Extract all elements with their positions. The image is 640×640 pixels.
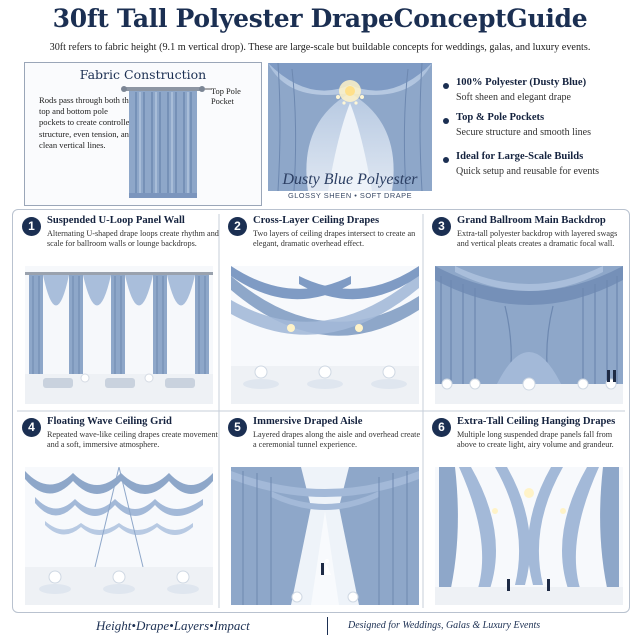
panel-description: Alternating U-shaped drape loops create … bbox=[47, 229, 219, 248]
fabric-construction-title: Fabric Construction bbox=[79, 67, 207, 82]
footer-separator: • bbox=[131, 618, 136, 633]
ballroom-backdrop-illustration bbox=[435, 266, 623, 404]
panel-title: Grand Ballroom Main Backdrop bbox=[457, 215, 606, 226]
concept-panel-6: 6 Extra-Tall Ceiling Hanging Drapes Mult… bbox=[427, 413, 627, 609]
footer-divider bbox=[327, 617, 328, 635]
panel-title: Immersive Draped Aisle bbox=[253, 416, 363, 427]
concept-panel-5: 5 Immersive Draped Aisle Layered drapes … bbox=[223, 413, 423, 609]
feature-title: Top & Pole Pockets bbox=[456, 112, 545, 123]
hero-subcaption: GLOSSY SHEEN • SOFT DRAPE bbox=[287, 191, 413, 200]
feature-desc: Quick setup and reusable for events bbox=[456, 166, 600, 177]
panel-number: 5 bbox=[228, 418, 247, 437]
page-subtitle: 30ft refers to fabric height (9.1 m vert… bbox=[49, 42, 591, 53]
panel-description: Layered drapes along the aisle and overh… bbox=[253, 430, 421, 449]
cross-layer-ceiling-illustration bbox=[231, 266, 419, 404]
footer-word: Height bbox=[96, 618, 132, 633]
wave-ceiling-illustration bbox=[25, 467, 213, 605]
panel-title: Cross-Layer Ceiling Drapes bbox=[253, 215, 380, 226]
hero-drape-image bbox=[268, 63, 432, 191]
draped-aisle-illustration bbox=[231, 467, 419, 605]
panel-description: Repeated wave-like ceiling drapes create… bbox=[47, 430, 218, 449]
footer-separator: • bbox=[209, 618, 214, 633]
top-pole-pocket-label: Top Pole Pocket bbox=[211, 87, 241, 106]
concept-panel-4: 4 Floating Wave Ceiling Grid Repeated wa… bbox=[17, 413, 218, 609]
feature-bullet bbox=[443, 157, 449, 163]
footer-word: Layers bbox=[173, 618, 210, 633]
feature-bullet bbox=[443, 118, 449, 124]
panel-number: 1 bbox=[22, 217, 41, 236]
concept-panel-1: 1 Suspended U-Loop Panel Wall Alternatin… bbox=[17, 212, 219, 408]
fabric-construction-box: Fabric Construction Rods pass through bo… bbox=[24, 62, 262, 206]
panel-description: Extra-tall polyester backdrop with layer… bbox=[457, 229, 618, 248]
curtain-diagram bbox=[121, 86, 212, 198]
feature-title: 100% Polyester (Dusty Blue) bbox=[456, 77, 587, 88]
concept-grid: 1 Suspended U-Loop Panel Wall Alternatin… bbox=[12, 209, 630, 613]
grid-dividers bbox=[17, 214, 625, 608]
panel-description: Two layers of ceiling drapes intersect t… bbox=[253, 229, 416, 248]
panel-title: Extra-Tall Ceiling Hanging Drapes bbox=[457, 416, 616, 427]
page-title: 30ft Tall Polyester DrapeConceptGuide bbox=[52, 4, 588, 33]
footer-word: Drape bbox=[135, 618, 170, 633]
feature-desc: Secure structure and smooth lines bbox=[456, 127, 591, 138]
panel-title: Suspended U-Loop Panel Wall bbox=[47, 215, 185, 226]
concept-panel-2: 2 Cross-Layer Ceiling Drapes Two layers … bbox=[223, 212, 423, 408]
footer-keywords: Height•Drape•Layers•Impact bbox=[96, 618, 250, 634]
ceiling-hanging-drapes-illustration bbox=[435, 467, 623, 605]
feature-desc: Soft sheen and elegant drape bbox=[456, 92, 571, 103]
feature-title: Ideal for Large-Scale Builds bbox=[456, 151, 584, 162]
u-loop-wall-illustration bbox=[25, 266, 213, 404]
panel-number: 6 bbox=[432, 418, 451, 437]
footer-separator: • bbox=[169, 618, 174, 633]
panel-number: 2 bbox=[228, 217, 247, 236]
fabric-construction-text: Rods pass through both the top and botto… bbox=[39, 95, 134, 150]
panel-number: 3 bbox=[432, 217, 451, 236]
panel-description: Multiple long suspended drape panels fal… bbox=[457, 430, 614, 449]
panel-number: 4 bbox=[22, 418, 41, 437]
footer-word: Impact bbox=[213, 618, 250, 633]
footer-tagline: Designed for Weddings, Galas & Luxury Ev… bbox=[348, 620, 541, 631]
concept-panel-3: 3 Grand Ballroom Main Backdrop Extra-tal… bbox=[427, 212, 627, 408]
hero-caption: Dusty Blue Polyester bbox=[282, 171, 418, 188]
feature-bullet bbox=[443, 83, 449, 89]
panel-title: Floating Wave Ceiling Grid bbox=[47, 416, 172, 427]
